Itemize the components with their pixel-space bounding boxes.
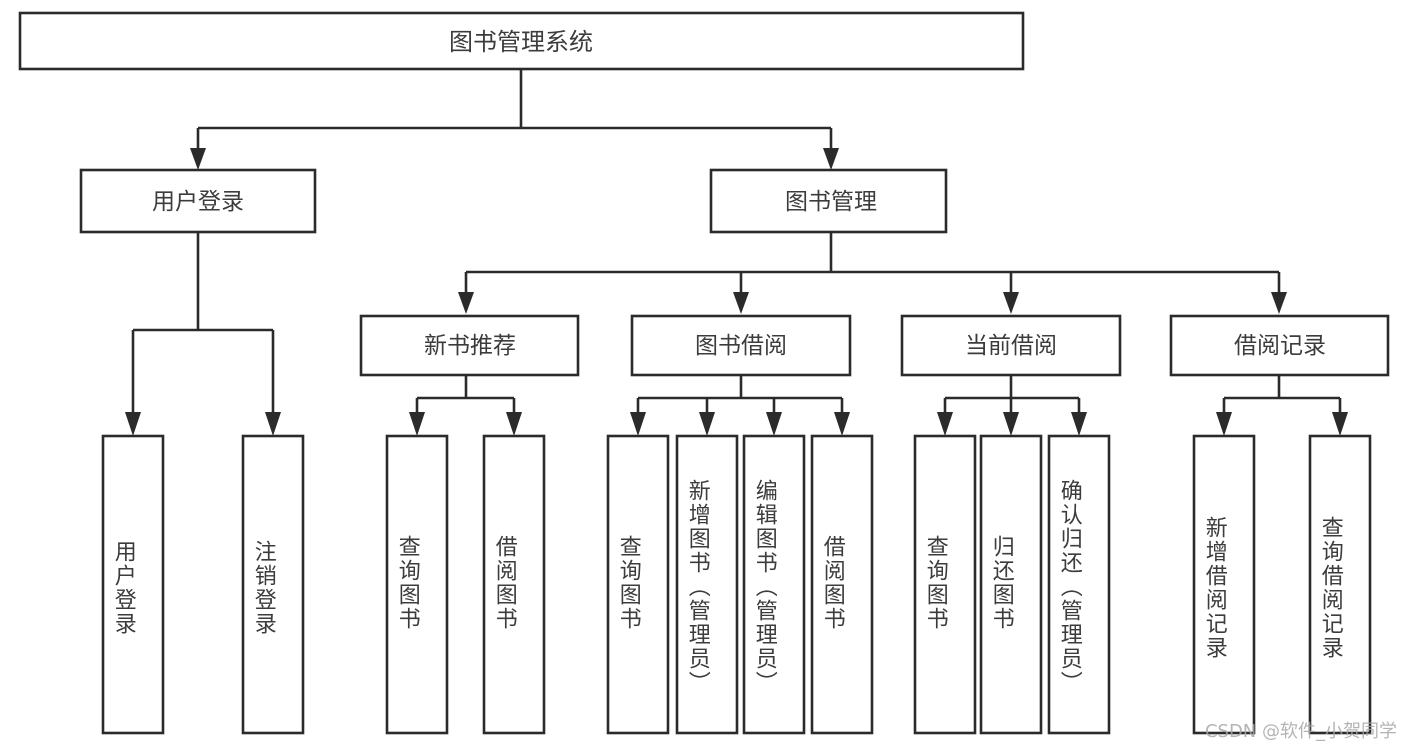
arrow-root-to-user-login [190, 148, 206, 170]
node-current-borrow[interactable]: 当前借阅 [900, 314, 1122, 377]
arrow-to-leaf-logout-login [265, 412, 281, 436]
arrow-to-new-book-rec [458, 292, 474, 314]
arrow-to-current-borrow [1003, 292, 1019, 314]
arrow-root-to-book-manage [823, 148, 839, 170]
arrow-to-leaf-add-record [1216, 412, 1232, 436]
node-borrow-record[interactable]: 借阅记录 [1169, 314, 1390, 377]
node-user-login-box[interactable] [79, 168, 317, 234]
connector-group-borrow-record [1216, 375, 1348, 436]
node-borrow-record-box[interactable] [1169, 314, 1390, 377]
arrow-to-leaf-borrow-book-2 [834, 412, 850, 436]
node-new-book-rec[interactable]: 新书推荐 [359, 314, 580, 377]
node-leaf-add-book-box[interactable] [675, 434, 739, 735]
arrow-to-leaf-add-book [699, 412, 715, 436]
node-root-box[interactable] [18, 11, 1025, 71]
arrow-to-leaf-return-book [1003, 412, 1019, 436]
node-leaf-query-book-1-box[interactable] [385, 434, 449, 735]
connector-group-current-borrow [937, 375, 1087, 436]
node-new-book-rec-box[interactable] [359, 314, 580, 377]
node-user-login[interactable]: 用户登录 [79, 168, 317, 234]
node-book-manage-label: 图书管理 [785, 189, 877, 215]
node-leaf-return-book-box[interactable] [979, 434, 1043, 735]
connector-group-user-login [125, 232, 281, 436]
arrow-to-leaf-edit-book [766, 412, 782, 436]
node-borrow-record-label: 借阅记录 [1234, 333, 1326, 359]
node-book-borrow[interactable]: 图书借阅 [630, 314, 852, 377]
arrow-to-borrow-record [1271, 292, 1287, 314]
node-current-borrow-box[interactable] [900, 314, 1122, 377]
node-book-manage-box[interactable] [709, 168, 948, 234]
node-leaf-query-book-3-box[interactable] [913, 434, 977, 735]
node-root[interactable]: 图书管理系统 [18, 11, 1025, 71]
arrow-to-leaf-query-book-3 [937, 412, 953, 436]
connector-group-book-manage [458, 232, 1287, 314]
node-leaf-borrow-book-2-box[interactable] [810, 434, 874, 735]
node-leaf-user-login-box[interactable] [101, 434, 165, 735]
node-leaf-confirm-return-box[interactable] [1047, 434, 1111, 735]
arrow-to-leaf-confirm-return [1071, 412, 1087, 436]
node-user-login-label: 用户登录 [152, 189, 244, 215]
arrow-to-leaf-query-book-1 [409, 412, 425, 436]
node-leaf-borrow-book-1-box[interactable] [482, 434, 546, 735]
node-leaf-add-record-box[interactable] [1192, 434, 1256, 735]
arrow-to-leaf-borrow-book-1 [506, 412, 522, 436]
connector-group-root [190, 69, 839, 170]
arrow-to-leaf-user-login [125, 412, 141, 436]
node-book-borrow-box[interactable] [630, 314, 852, 377]
node-root-label: 图书管理系统 [449, 28, 593, 56]
connector-group-book-borrow [630, 375, 850, 436]
connector-group-new-book-rec [409, 375, 522, 436]
node-leaf-edit-book-box[interactable] [742, 434, 806, 735]
node-book-borrow-label: 图书借阅 [695, 333, 787, 359]
arrow-to-leaf-query-book-2 [630, 412, 646, 436]
node-new-book-rec-label: 新书推荐 [424, 333, 516, 359]
node-leaf-logout-login-box[interactable] [241, 434, 305, 735]
arrow-to-leaf-query-record [1332, 412, 1348, 436]
watermark: CSDN @软件_小贺同学 [1204, 721, 1397, 742]
node-leaf-query-record-box[interactable] [1308, 434, 1372, 735]
node-leaf-query-book-2-box[interactable] [606, 434, 670, 735]
arrow-to-book-borrow [733, 292, 749, 314]
node-current-borrow-label: 当前借阅 [965, 333, 1057, 359]
node-book-manage[interactable]: 图书管理 [709, 168, 948, 234]
